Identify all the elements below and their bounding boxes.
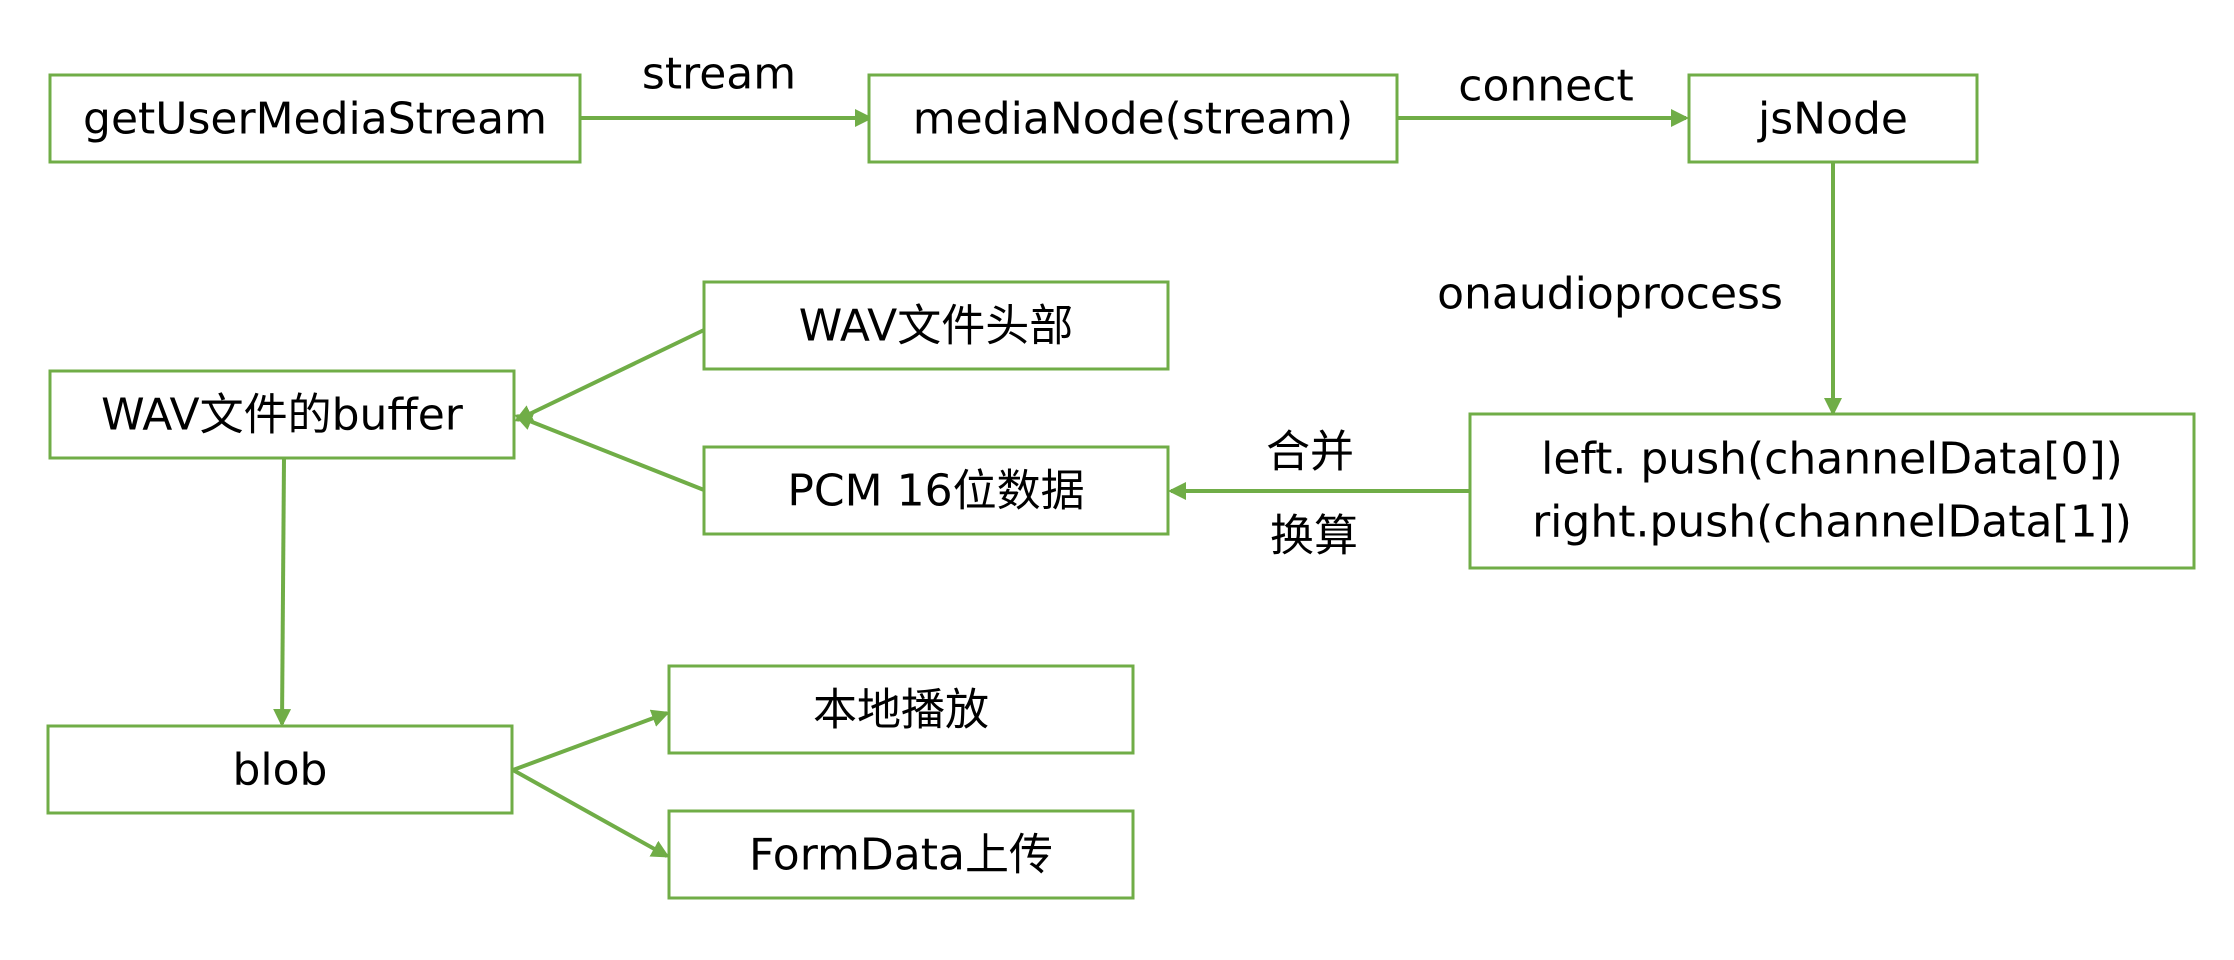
- node-label: mediaNode(stream): [913, 94, 1353, 145]
- node-blob: blob: [46, 724, 514, 815]
- edge-labels: stream connect onaudioprocess 合并 换算: [642, 49, 1783, 562]
- node-wav-buffer: WAV文件的buffer: [48, 369, 516, 460]
- node-channel-push: left. push(channelData[0]) right.push(ch…: [1468, 412, 2196, 570]
- edge-label-merge: 合并: [1266, 427, 1354, 478]
- node-label: getUserMediaStream: [83, 94, 547, 145]
- edge-label-onaudioprocess: onaudioprocess: [1437, 269, 1783, 320]
- edges: [273, 109, 1842, 858]
- node-js-node: jsNode: [1687, 73, 1979, 164]
- node-media-node: mediaNode(stream): [867, 73, 1399, 164]
- edge-pcm-to-wav-buffer: [514, 413, 705, 492]
- node-label-line-2: right.push(channelData[1]): [1532, 497, 2132, 548]
- node-label: 本地播放: [813, 685, 989, 736]
- node-wav-header: WAV文件头部: [702, 280, 1170, 371]
- node-get-user-media-stream: getUserMediaStream: [48, 73, 582, 164]
- node-label: blob: [232, 745, 327, 796]
- node-label: WAV文件头部: [799, 301, 1073, 352]
- edge-label-connect: connect: [1458, 61, 1633, 112]
- node-label: jsNode: [1757, 94, 1908, 145]
- edge-wav-header-to-wav-buffer: [514, 328, 705, 422]
- node-local-play: 本地播放: [667, 664, 1135, 755]
- node-formdata-upload: FormData上传: [667, 809, 1135, 900]
- edge-wav-buffer-to-blob: [273, 457, 292, 727]
- edge-label-convert: 换算: [1270, 511, 1358, 562]
- edge-label-stream: stream: [642, 49, 796, 100]
- node-label-line-1: left. push(channelData[0]): [1541, 434, 2123, 485]
- edge-blob-to-formdata-upload: [512, 768, 670, 858]
- node-label: WAV文件的buffer: [101, 390, 464, 441]
- edge-blob-to-local-play: [512, 709, 670, 772]
- node-label: FormData上传: [749, 830, 1053, 881]
- node-pcm-data: PCM 16位数据: [702, 445, 1170, 536]
- node-label: PCM 16位数据: [787, 466, 1084, 517]
